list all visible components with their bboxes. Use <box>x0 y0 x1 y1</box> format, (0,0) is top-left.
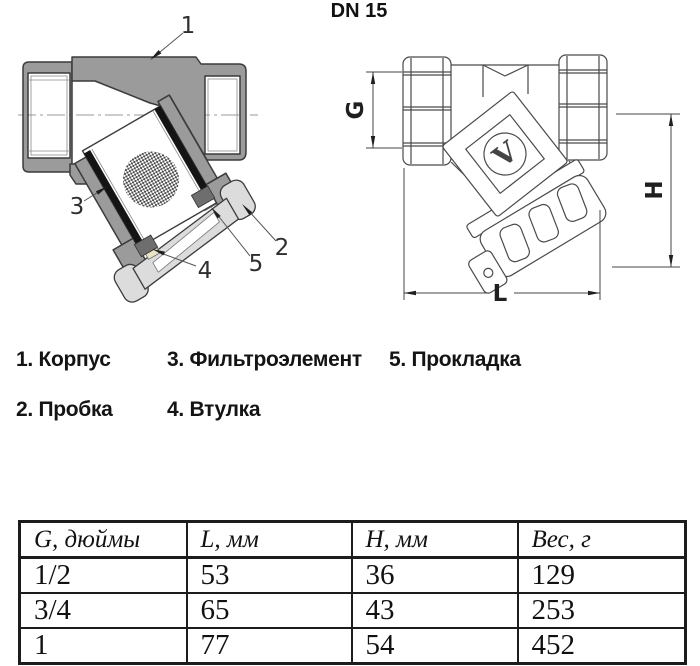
col-header-weight: Вес, г <box>516 520 687 559</box>
dimension-h: H <box>612 113 680 268</box>
filter-strip-right <box>154 105 209 194</box>
cap-rib <box>528 203 559 243</box>
cross-section-view: 1 3 4 5 2 <box>18 13 290 303</box>
cap-hole <box>483 267 494 278</box>
col-header-g: G, дюймы <box>18 520 188 559</box>
cap-rib <box>499 223 530 263</box>
callout-3-filter-element: 3 <box>70 194 85 220</box>
table-cell: 129 <box>516 556 687 594</box>
size-title: DN 15 <box>330 0 388 22</box>
table-cell: 1/2 <box>18 556 188 594</box>
col-header-l: L, мм <box>185 520 353 559</box>
body-left-cap <box>22 61 73 173</box>
left-thread-lines <box>30 75 68 156</box>
table-row: 1/2 53 36 129 <box>18 556 687 594</box>
table-cell: 36 <box>350 556 519 594</box>
cap-rib <box>556 183 588 222</box>
dim-label-g: G <box>343 101 369 120</box>
filter-strip-left <box>84 150 144 247</box>
external-view: V G H <box>343 54 680 307</box>
table-cell: 54 <box>350 627 519 665</box>
spec-table: G, дюймы L, мм H, мм Вес, г 1/2 53 36 12… <box>18 520 687 665</box>
legend-item-filter-element: 3. Фильтроэлемент <box>167 348 362 371</box>
col-header-h: H, мм <box>350 520 519 559</box>
table-row: 1 77 54 452 <box>18 627 687 665</box>
strainer-branch <box>74 94 256 303</box>
right-thread-lines <box>207 78 238 152</box>
dim-label-h: H <box>642 180 668 199</box>
filter-mesh <box>123 151 179 208</box>
table-cell: 53 <box>185 556 353 594</box>
table-cell: 1 <box>18 627 188 665</box>
valve-technical-drawing: 1 3 4 5 2 <box>18 13 680 307</box>
table-cell: 3/4 <box>18 592 188 629</box>
table-cell: 43 <box>350 592 519 629</box>
table-cell: 65 <box>185 592 353 629</box>
dimension-g: G <box>343 71 402 149</box>
bushing-right <box>190 185 216 209</box>
body-face: V <box>442 91 568 217</box>
callout-1-body: 1 <box>181 13 196 39</box>
callout-5-gasket: 5 <box>249 251 264 277</box>
table-cell: 77 <box>185 627 353 665</box>
strainer-cap <box>466 159 607 294</box>
table-cell: 452 <box>516 627 687 665</box>
plug-recess <box>152 212 220 273</box>
table-row: 3/4 65 43 253 <box>18 592 687 629</box>
callout-4-bushing: 4 <box>198 258 213 284</box>
coupling-nut-right <box>558 54 608 161</box>
legend-item-body: 1. Корпус <box>16 348 111 371</box>
cap-plate <box>468 250 508 294</box>
legend-item-gasket: 5. Прокладка <box>389 348 521 371</box>
legend-item-plug: 2. Пробка <box>16 398 113 421</box>
table-cell: 253 <box>516 592 687 629</box>
callout-2-plug: 2 <box>275 235 290 261</box>
table-header-row: G, дюймы L, мм H, мм Вес, г <box>18 520 687 559</box>
callouts: 1 3 4 5 2 <box>70 13 290 284</box>
bushing-left <box>133 234 159 258</box>
dimension-l: L <box>403 168 601 307</box>
legend-item-bushing: 4. Втулка <box>167 398 261 421</box>
dim-label-l: L <box>493 281 508 307</box>
